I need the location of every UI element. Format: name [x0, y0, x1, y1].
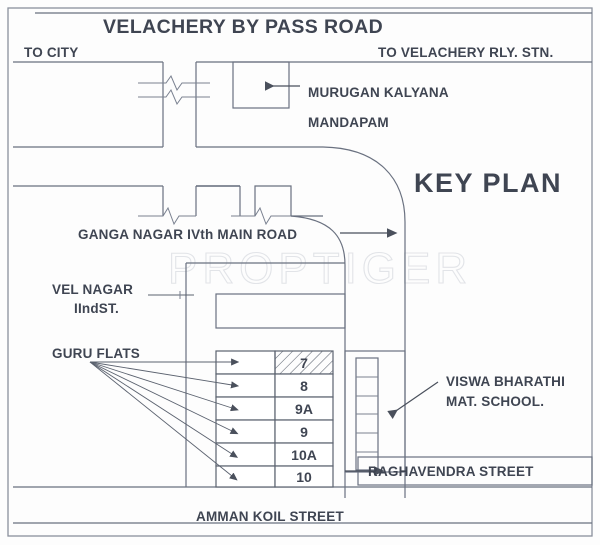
guru-flats-label: GURU FLATS — [52, 346, 140, 361]
unit-number: 9 — [300, 424, 308, 440]
unit-number: 10A — [291, 447, 317, 463]
unit-number: 7 — [300, 355, 308, 371]
ganga-nagar-road-lines — [13, 185, 323, 226]
school-label-line1: VISWA BHARATHI — [446, 374, 565, 389]
unit-number: 8 — [300, 378, 308, 394]
murugan-kalyana-mandapam-building — [232, 61, 290, 109]
raghavendra-street-label: RAGHAVENDRA STREET — [368, 464, 534, 479]
direction-to-city: TO CITY — [24, 45, 78, 60]
svg-text:PROPTIGER: PROPTIGER — [168, 244, 472, 293]
drawing-frame — [7, 7, 593, 537]
school-arrow — [387, 381, 439, 419]
vel-nagar-street-lines — [185, 262, 346, 487]
vel-nagar-label-line1: VEL NAGAR — [52, 282, 133, 297]
amman-koil-street-label: AMMAN KOIL STREET — [196, 509, 344, 524]
unit-number: 10 — [296, 469, 312, 485]
direction-to-railway-station: TO VELACHERY RLY. STN. — [378, 45, 553, 60]
murugan-kalyana-label-line2: MANDAPAM — [308, 115, 389, 130]
vel-nagar-label-line2: IIndST. — [74, 301, 119, 316]
road-break-symbols — [138, 74, 210, 106]
annotation-arrows — [89, 81, 439, 481]
murugan-kalyana-label-line1: MURUGAN KALYANA — [308, 85, 449, 100]
key-plan-heading: KEY PLAN — [414, 168, 562, 198]
guru-flats-leaders — [89, 358, 240, 481]
page-title: VELACHERY BY PASS ROAD — [103, 16, 383, 38]
school-label-line2: MAT. SCHOOL. — [446, 394, 544, 409]
guru-flats-rows — [215, 350, 334, 488]
guru-flats-block — [215, 350, 334, 488]
guru-flats-unit-numbers: 7 8 9A 9 10A 10 — [291, 355, 317, 485]
watermark: PROPTIGER — [167, 243, 472, 293]
unit-number: 9A — [295, 401, 313, 417]
ganga-nagar-road-label: GANGA NAGAR IVth MAIN ROAD — [78, 227, 297, 242]
